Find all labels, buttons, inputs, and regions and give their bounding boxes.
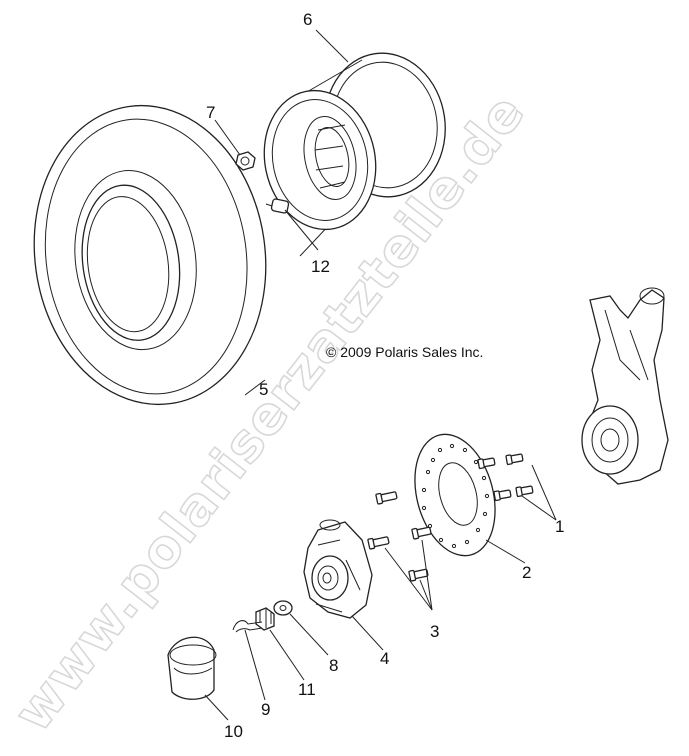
- callout-3: 3: [430, 622, 439, 641]
- lug-nut[interactable]: [235, 151, 256, 171]
- callout-9: 9: [261, 700, 270, 719]
- callout-6: 6: [303, 10, 312, 29]
- callout-2: 2: [522, 563, 531, 582]
- steering-knuckle[interactable]: [581, 287, 669, 485]
- copyright-text: © 2009 Polaris Sales Inc.: [326, 344, 483, 360]
- leader-lines: [204, 29, 557, 721]
- callout-8: 8: [329, 656, 338, 675]
- brake-disc[interactable]: [402, 425, 508, 564]
- cotter-pin[interactable]: [232, 620, 263, 633]
- callout-11: 11: [298, 680, 316, 699]
- wheel-hub[interactable]: [303, 519, 373, 619]
- tire[interactable]: [15, 90, 285, 419]
- callout-12: 12: [311, 257, 330, 276]
- castle-nut[interactable]: [255, 607, 275, 631]
- callout-4: 4: [380, 649, 389, 668]
- disc-bolts[interactable]: [477, 453, 534, 502]
- callout-7: 7: [206, 103, 215, 122]
- callout-1: 1: [555, 517, 564, 536]
- valve-stem[interactable]: [265, 198, 290, 214]
- hub-bolts[interactable]: [367, 490, 432, 582]
- callout-10: 10: [224, 722, 243, 741]
- callout-5: 5: [259, 380, 268, 399]
- dust-cap[interactable]: [167, 636, 217, 700]
- wheel-rim[interactable]: [252, 45, 455, 257]
- washer[interactable]: [273, 600, 293, 616]
